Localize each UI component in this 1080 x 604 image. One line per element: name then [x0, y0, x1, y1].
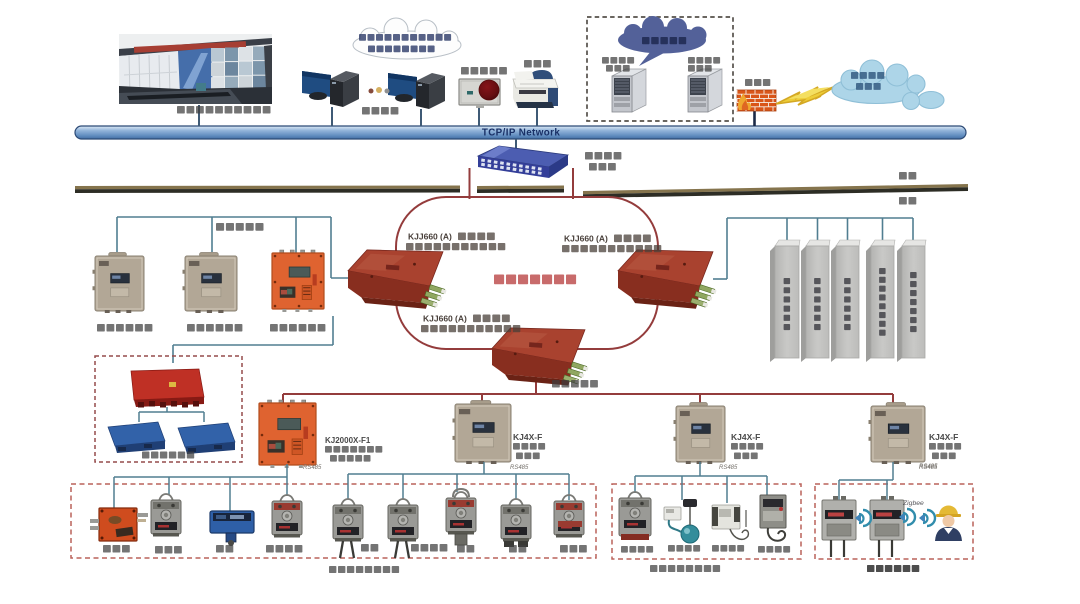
svg-text:KJ2000X-F1: KJ2000X-F1	[325, 436, 371, 445]
svg-text:KJ4X-F: KJ4X-F	[929, 432, 958, 442]
svg-text:RS485: RS485	[919, 464, 938, 470]
svg-text:KJ4X-F: KJ4X-F	[513, 432, 542, 442]
svg-text:(A): (A)	[440, 232, 452, 242]
svg-text:KJJ660: KJJ660	[408, 232, 438, 242]
svg-text:(A): (A)	[455, 314, 467, 324]
svg-text:RS485: RS485	[303, 465, 322, 471]
svg-text:TCP/IP Network: TCP/IP Network	[482, 128, 561, 139]
svg-text:Zigbee: Zigbee	[902, 500, 924, 507]
svg-text:KJJ660: KJJ660	[423, 314, 453, 324]
svg-text:KJJ660: KJJ660	[564, 234, 594, 244]
svg-text:RS485: RS485	[510, 465, 529, 471]
svg-text:RS485: RS485	[719, 465, 738, 471]
svg-text:RS485: RS485	[919, 465, 938, 471]
svg-text:(A): (A)	[596, 234, 608, 244]
svg-text:KJ4X-F: KJ4X-F	[731, 432, 760, 442]
